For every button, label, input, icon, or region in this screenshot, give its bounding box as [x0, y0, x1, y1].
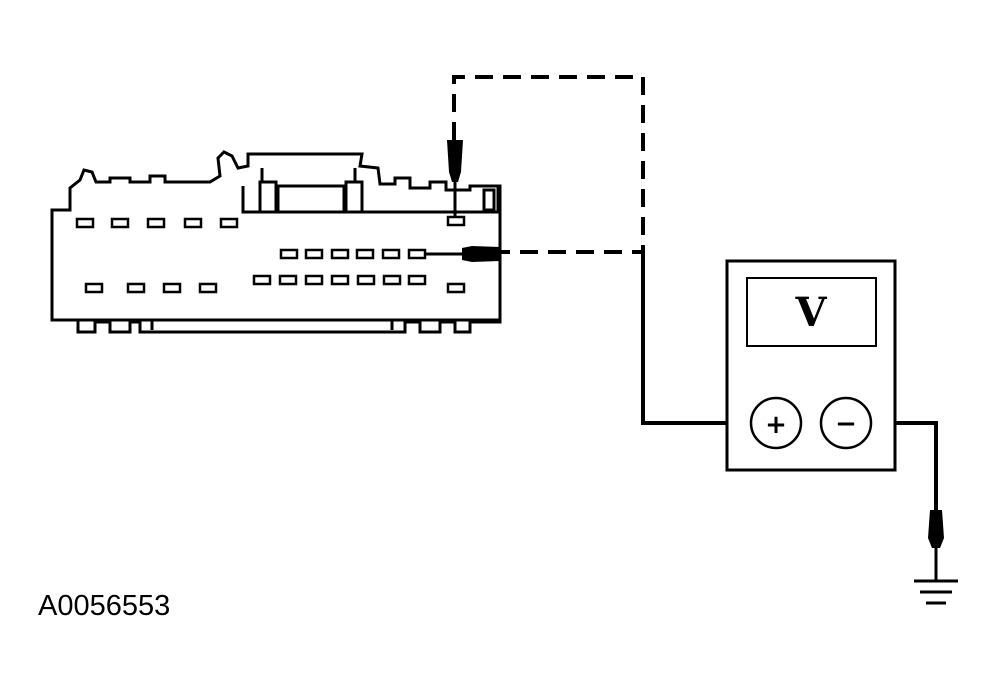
voltmeter-icon [725, 259, 897, 472]
ground-probe-icon [928, 510, 944, 580]
positive-lead [641, 252, 753, 425]
figure-reference-code: A0056553 [38, 590, 171, 622]
positive-terminal-label: + [765, 410, 787, 440]
jumper-wire [452, 75, 645, 254]
meter-display-symbol: V [794, 289, 827, 336]
test-probe-icon [447, 140, 463, 218]
ground-symbol-icon [914, 579, 958, 605]
connector-pins [75, 215, 466, 294]
side-probe-icon [425, 246, 500, 262]
negative-terminal-label: − [835, 409, 857, 439]
connector-icon [50, 150, 502, 334]
